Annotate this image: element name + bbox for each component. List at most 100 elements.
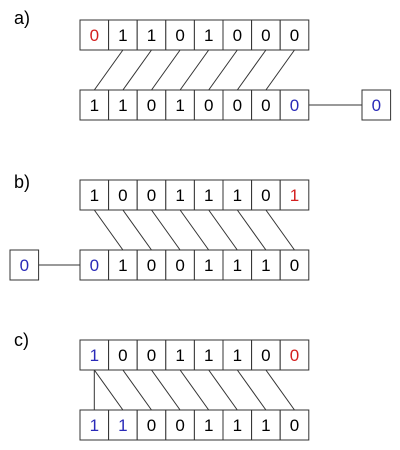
top-bit-0: 0 bbox=[79, 19, 110, 51]
shift-connector bbox=[93, 369, 124, 411]
shift-connector bbox=[122, 209, 152, 251]
top-bit-3: 0 bbox=[165, 19, 195, 51]
top-bit-7-box bbox=[279, 179, 310, 211]
carry-bit-box bbox=[361, 89, 392, 121]
bottom-bit-3-value: 0 bbox=[175, 416, 184, 435]
shift-connector bbox=[265, 209, 295, 251]
top-bit-4-value: 1 bbox=[204, 26, 213, 45]
top-bit-6-value: 0 bbox=[261, 346, 270, 365]
bottom-bit-3: 0 bbox=[165, 249, 195, 281]
bottom-bit-1-box bbox=[108, 249, 138, 281]
top-bit-7: 1 bbox=[279, 179, 310, 211]
bottom-bit-2-box bbox=[136, 249, 167, 281]
top-bit-1: 0 bbox=[108, 179, 138, 211]
bottom-bit-1: 1 bbox=[108, 409, 138, 441]
shift-connector bbox=[122, 49, 152, 91]
bottom-bit-3-box bbox=[165, 89, 195, 121]
bottom-bit-7-box bbox=[279, 249, 310, 281]
bottom-bit-6-box bbox=[251, 249, 281, 281]
top-bit-1-value: 1 bbox=[118, 26, 127, 45]
bottom-bit-3-box bbox=[165, 249, 195, 281]
bottom-bit-5-value: 1 bbox=[233, 416, 242, 435]
top-bit-4-box bbox=[193, 19, 224, 51]
top-bit-0-value: 1 bbox=[90, 346, 99, 365]
bottom-bit-2-box bbox=[136, 409, 167, 441]
bottom-bit-3: 1 bbox=[165, 89, 195, 121]
bottom-bit-0-box bbox=[79, 409, 110, 441]
bottom-bit-0-value: 1 bbox=[90, 416, 99, 435]
top-bit-0-box bbox=[79, 339, 110, 371]
bottom-bit-3-box bbox=[165, 409, 195, 441]
shift-connector bbox=[179, 49, 210, 91]
top-bit-5-value: 1 bbox=[233, 346, 242, 365]
top-bit-1-box bbox=[108, 19, 138, 51]
shift-connector bbox=[236, 369, 267, 411]
bottom-bit-5: 1 bbox=[222, 249, 253, 281]
bottom-bit-4-box bbox=[193, 89, 224, 121]
shift-connector bbox=[93, 209, 124, 251]
top-bit-4: 1 bbox=[193, 19, 224, 51]
top-bit-2-box bbox=[136, 19, 167, 51]
top-bit-3: 1 bbox=[165, 179, 195, 211]
bottom-bit-7-box bbox=[279, 89, 310, 121]
bottom-bit-5: 1 bbox=[222, 409, 253, 441]
shift-connector bbox=[236, 49, 267, 91]
bottom-bit-6: 0 bbox=[251, 89, 281, 121]
top-bit-7-value: 1 bbox=[290, 186, 299, 205]
bottom-bit-4-value: 1 bbox=[204, 256, 213, 275]
top-bit-7-box bbox=[279, 19, 310, 51]
shift-connector bbox=[208, 369, 238, 411]
panel-label: a) bbox=[14, 8, 30, 28]
bottom-bit-2: 0 bbox=[136, 249, 167, 281]
top-bit-7-value: 0 bbox=[290, 26, 299, 45]
top-bit-6-box bbox=[251, 179, 281, 211]
top-bit-2-value: 0 bbox=[147, 186, 156, 205]
top-bit-2-value: 0 bbox=[147, 346, 156, 365]
bottom-bit-7: 0 bbox=[279, 89, 310, 121]
panel-label: c) bbox=[14, 330, 29, 350]
top-bit-5: 1 bbox=[222, 339, 253, 371]
bottom-bit-7: 0 bbox=[279, 249, 310, 281]
top-bit-7-box bbox=[279, 339, 310, 371]
bottom-bit-1-value: 1 bbox=[118, 96, 127, 115]
top-bit-0: 1 bbox=[79, 179, 110, 211]
top-bit-0: 1 bbox=[79, 339, 110, 371]
shift-connector bbox=[93, 49, 124, 91]
top-bit-7: 0 bbox=[279, 19, 310, 51]
bottom-bit-6-box bbox=[251, 409, 281, 441]
top-bit-7-value: 0 bbox=[290, 346, 299, 365]
top-bit-4-box bbox=[193, 339, 224, 371]
shift-connector bbox=[179, 209, 210, 251]
shift-connector bbox=[122, 369, 152, 411]
bottom-bit-6-value: 1 bbox=[261, 256, 270, 275]
bottom-bit-7-value: 0 bbox=[290, 416, 299, 435]
bottom-bit-7-value: 0 bbox=[290, 256, 299, 275]
bottom-bit-5-value: 1 bbox=[233, 256, 242, 275]
carry-bit: 0 bbox=[9, 249, 40, 281]
top-bit-2-box bbox=[136, 179, 167, 211]
top-bit-3-value: 1 bbox=[175, 186, 184, 205]
shift-connector bbox=[179, 369, 210, 411]
top-bit-6-value: 0 bbox=[261, 186, 270, 205]
top-bit-4-value: 1 bbox=[204, 346, 213, 365]
top-bit-2-value: 1 bbox=[147, 26, 156, 45]
bottom-bit-5: 0 bbox=[222, 89, 253, 121]
bottom-bit-0: 0 bbox=[79, 249, 110, 281]
carry-bit-value: 0 bbox=[20, 256, 29, 275]
top-bit-1-value: 0 bbox=[118, 346, 127, 365]
bottom-bit-4: 1 bbox=[193, 409, 224, 441]
top-bit-0-value: 1 bbox=[90, 186, 99, 205]
top-bit-5-value: 1 bbox=[233, 186, 242, 205]
carry-bit-value: 0 bbox=[372, 96, 381, 115]
bottom-bit-3: 0 bbox=[165, 409, 195, 441]
bottom-bit-1-value: 1 bbox=[118, 416, 127, 435]
bottom-bit-0: 1 bbox=[79, 409, 110, 441]
top-bit-2: 0 bbox=[136, 179, 167, 211]
carry-bit-box bbox=[9, 249, 40, 281]
top-bit-0-value: 0 bbox=[90, 26, 99, 45]
bottom-bit-0: 1 bbox=[79, 89, 110, 121]
bottom-bit-4-value: 1 bbox=[204, 416, 213, 435]
